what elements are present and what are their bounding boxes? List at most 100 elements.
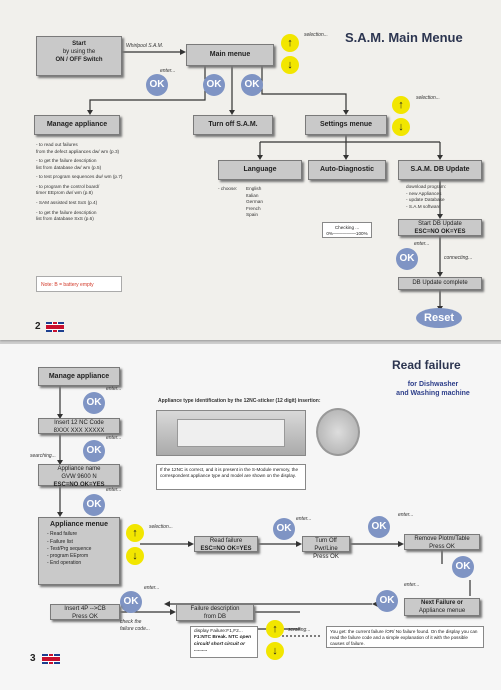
ok-button-2[interactable]: OK (83, 440, 105, 462)
subtitle-line1: for Dishwasher (407, 381, 459, 388)
subtitle-line2: and Washing machine (396, 390, 470, 398)
language-box[interactable]: Language (218, 160, 302, 180)
connecting-label: connecting... (444, 255, 473, 261)
ok-button-7[interactable]: OK (376, 590, 398, 612)
language-item: French (246, 205, 261, 211)
page-title: S.A.M. Main Menue (345, 30, 463, 45)
manage-list-item: - to read out failures (36, 142, 78, 147)
manage-list-item: list from database dw/ wm (p.5) (36, 164, 102, 170)
arrow-down-icon[interactable]: ↓ (392, 118, 410, 136)
next-failure-l2: Appliance menue (418, 608, 466, 615)
failure-desc-box[interactable]: Failure description from DB (176, 604, 254, 621)
reset-button[interactable]: Reset (416, 308, 462, 328)
display-l3: open circuit/ short (194, 635, 252, 647)
insert-4p-box[interactable]: Insert 4P -->CB Press OK (50, 604, 120, 620)
arrow-down-icon[interactable]: ↓ (266, 642, 284, 660)
enter-label-3: enter... (106, 487, 122, 493)
ok-button-8[interactable]: OK (120, 591, 142, 613)
manage-list-item: - to get the failure description (36, 209, 97, 215)
db-update-box[interactable]: S.A.M. DB Update (398, 160, 482, 180)
appliance-menu-item: - Test/Prg sequence (47, 545, 92, 552)
page-number: 2 (35, 321, 41, 332)
failure-desc-l2: from DB (203, 614, 226, 621)
appliance-menu-item: - End operation (47, 560, 82, 567)
enter-label-2: enter... (414, 241, 430, 247)
db-complete-box[interactable]: DB Update complete (398, 277, 482, 290)
settings-menu-box[interactable]: Settings menue (305, 115, 387, 135)
ok-button-2[interactable]: OK (203, 74, 225, 96)
download-list: download program:- new Appliances- updat… (406, 184, 446, 210)
manage-list-item: - SAM assisted test SxS (p.4) (36, 200, 98, 206)
language-item: Italian (246, 192, 259, 198)
failure-desc-l1: Failure description (190, 606, 240, 612)
display-l2: F1:NTC Break. NTC (194, 635, 239, 641)
appliance-name-l3: ESC=NO OK=YES (53, 482, 105, 489)
ok-button-4[interactable]: OK (273, 518, 295, 540)
page-subtitle: for Dishwasher and Washing machine (378, 380, 488, 399)
display-failure-box: display Failure:F1,F2... F1:NTC Break. N… (190, 626, 258, 658)
manage-appliance-box[interactable]: Manage appliance (34, 115, 120, 135)
arrow-down-icon[interactable]: ↓ (126, 547, 144, 565)
display-l4: circuit or .......... (194, 641, 245, 654)
page-read-failure: Read failure for Dishwasher and Washing … (0, 344, 501, 690)
manage-appliance-list: - to read out failures from the defect a… (36, 142, 123, 223)
start-db-label: Start DB Update (418, 221, 462, 227)
appliance-menu-item: - program EEprom (47, 553, 89, 560)
remove-plotm-box[interactable]: Remove Plotm/Table Press OK (404, 534, 480, 550)
insert-12nc-l2: 8XXX XXX XXXXX (53, 428, 105, 435)
appliance-menu-box[interactable]: Appliance menue - Read failure- Failure … (38, 517, 120, 585)
manage-list-item: - to program the control board/ (36, 183, 100, 189)
insert4p-l2: Press OK (72, 614, 98, 621)
auto-diagnostic-box[interactable]: Auto-Diagnostic (308, 160, 386, 180)
appliance-name-box[interactable]: Appliance name GVW 9600 N ESC=NO OK=YES (38, 464, 120, 489)
arrow-up-icon[interactable]: ↑ (392, 96, 410, 114)
main-menu-box[interactable]: Main menue (186, 44, 274, 66)
start-line2: ON / OFF Switch (55, 57, 103, 64)
download-item: - S.A.M software (406, 203, 441, 209)
check-label-l1: check the (120, 619, 142, 625)
sticker-closeup-photo (316, 408, 360, 456)
battery-note: Note: B = battery empty (36, 276, 122, 292)
check-label-l2: failure code... (120, 625, 151, 632)
you-get-note: You get: the current failure /OR/ No fai… (326, 626, 484, 648)
checking-label: Checking ... (334, 225, 360, 230)
scrolling-label: scrolling... (288, 627, 311, 633)
download-item: download program: (406, 184, 447, 189)
manage-list-item: from the defect appliances dw/ wm (p.3) (36, 148, 120, 154)
turn-off-box[interactable]: Turn Off Pwr/Line Press OK (302, 536, 350, 560)
next-failure-box[interactable]: Next Failure or Appliance menue (404, 598, 480, 616)
insert4p-l1: Insert 4P -->CB (64, 606, 106, 612)
turn-off-box[interactable]: Turn off S.A.M. (193, 115, 273, 135)
ok-button-1[interactable]: OK (146, 74, 168, 96)
enter-label-1: enter... (106, 386, 122, 392)
remove-l1: Remove Plotm/Table (414, 536, 470, 542)
insert-12nc-box[interactable]: Insert 12 NC Code 8XXX XXX XXXXX (38, 418, 120, 434)
arrow-down-icon[interactable]: ↓ (281, 56, 299, 74)
enter-label-2: enter... (106, 435, 122, 441)
page-title: Read failure (392, 358, 461, 372)
appliance-menu-item: - Failure list (47, 538, 73, 545)
read-failure-box[interactable]: Read failure ESC=NO OK=YES (194, 536, 258, 552)
identification-label: Appliance type identification by the 12N… (158, 398, 321, 404)
arrow-up-icon[interactable]: ↑ (281, 34, 299, 52)
whirlpool-label: Whirlpool S.A.M. (126, 43, 164, 49)
arrow-up-icon[interactable]: ↑ (266, 620, 284, 638)
ok-button-4[interactable]: OK (396, 248, 418, 270)
ok-button-1[interactable]: OK (83, 392, 105, 414)
enter-label-1: enter... (160, 68, 176, 74)
enter-label-6: enter... (404, 582, 420, 588)
ok-button-3[interactable]: OK (241, 74, 263, 96)
arrow-up-icon[interactable]: ↑ (126, 524, 144, 542)
language-item: Spain (246, 212, 258, 218)
ok-button-3[interactable]: OK (83, 494, 105, 516)
start-db-box[interactable]: Start DB Update ESC=NO OK=YES (398, 219, 482, 236)
manage-appliance-box[interactable]: Manage appliance (38, 367, 120, 386)
turn-off-l1: Turn Off Pwr/Line (314, 538, 338, 553)
display-l1: display Failure:F1,F2... (194, 629, 243, 634)
ok-button-6[interactable]: OK (452, 556, 474, 578)
ok-button-5[interactable]: OK (368, 516, 390, 538)
start-box[interactable]: Start by using the ON / OFF Switch (36, 36, 122, 76)
manage-list-item: - to get the failure description (36, 158, 97, 164)
uk-flag-icon (42, 654, 60, 664)
insert-12nc-l1: Insert 12 NC Code (54, 420, 104, 426)
